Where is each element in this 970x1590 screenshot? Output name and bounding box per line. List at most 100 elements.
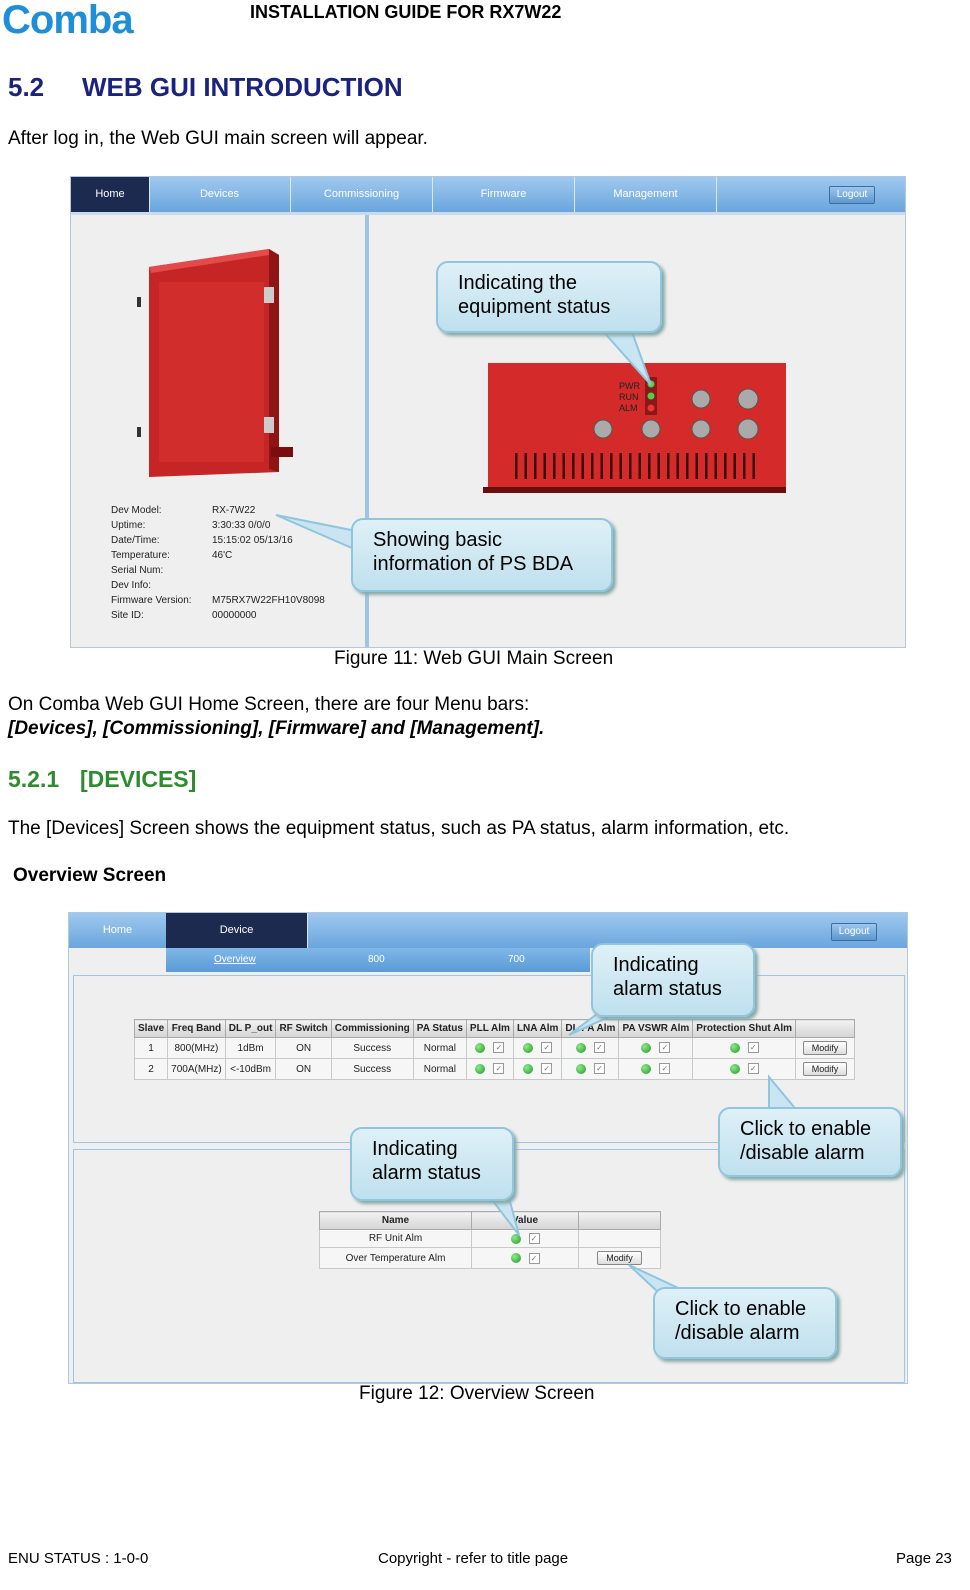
overview-heading: Overview Screen [13,865,167,886]
alarm-enable-checkbox[interactable]: ✓ [493,1042,505,1054]
alarm-enable-checkbox[interactable]: ✓ [593,1042,605,1054]
footer-copyright: Copyright - refer to title page [378,1550,569,1567]
subnav-800[interactable]: 800 [368,954,385,965]
figure-11-caption: Figure 11: Web GUI Main Screen [334,648,614,669]
info-label: Dev Info: [111,580,152,591]
table-cell-rf: ON [275,1058,332,1080]
nav-divider [71,212,905,215]
info-value: 15:15:02 05/13/16 [212,535,293,546]
info-value: 46'C [212,550,233,561]
table-row: Over Temperature Alm ✓ Modify [319,1247,661,1270]
device-nav-bar: Home Device Logout [69,913,907,948]
figure-11-screenshot: Home Devices Commissioning Firmware Mana… [70,176,906,648]
table-cell-rf: ON [275,1037,332,1059]
footer-status: ENU STATUS : 1-0-0 [8,1550,149,1567]
alarm-led-icon [575,1042,586,1053]
table-cell-comm: Success [330,1058,414,1080]
column-header: PLL Alm [465,1019,514,1038]
alarm-led-icon [523,1063,534,1074]
logout-button[interactable]: Logout [829,186,875,204]
column-header: Commissioning [330,1019,414,1038]
svg-text:Comba: Comba [2,0,134,40]
menu-paragraph: On Comba Web GUI Home Screen, there are … [8,694,530,715]
info-label: Serial Num: [111,565,164,576]
alarm-enable-checkbox[interactable]: ✓ [659,1063,671,1075]
nav-management[interactable]: Management [575,177,717,212]
subnav-700[interactable]: 700 [508,954,525,965]
col-name: Name [319,1211,472,1230]
alarm-enable-checkbox[interactable]: ✓ [528,1252,540,1264]
alarm-enable-checkbox[interactable]: ✓ [747,1042,759,1054]
intro-paragraph: After log in, the Web GUI main screen wi… [8,128,428,149]
alarm-led-icon [510,1253,521,1264]
modify-button[interactable]: Modify [802,1041,848,1055]
devices-paragraph: The [Devices] Screen shows the equipment… [8,818,790,839]
led-label-pwr: PWR [619,381,640,391]
section-number: 5.2 [8,72,45,102]
nav-devices[interactable]: Devices [149,177,291,212]
figure-12-caption: Figure 12: Overview Screen [359,1383,595,1404]
callout-alarm-status-1: Indicating alarm status [591,943,755,1017]
info-value: 3:30:33 0/0/0 [212,520,271,531]
alarm-led-icon [729,1042,740,1053]
subnav-overview[interactable]: Overview [214,954,256,965]
alarm-led-icon [641,1063,652,1074]
callout-equipment-status: Indicating the equipment status [436,261,662,333]
table-cell-pa: Normal [412,1037,467,1059]
alarm-enable-checkbox[interactable]: ✓ [747,1063,759,1075]
alarm-enable-checkbox[interactable]: ✓ [541,1063,553,1075]
comba-logo: Comba [2,0,135,40]
info-label: Dev Model: [111,505,162,516]
device-subnav: Overview 800 700 [166,948,590,972]
table-cell-slave: 2 [133,1058,169,1080]
alarm-led-icon [475,1063,486,1074]
table-cell-pout: <-10dBm [224,1058,277,1080]
panel-divider [365,215,369,647]
column-header: DL P_out [224,1019,277,1038]
section-title: WEB GUI INTRODUCTION [82,72,403,102]
info-value: M75RX7W22FH10V8098 [212,595,325,606]
column-header: PA Status [412,1019,467,1038]
led-label-run: RUN [619,392,639,402]
table-cell-freq: 700A(MHz) [167,1058,226,1080]
alarm-led-icon [510,1233,521,1244]
info-label: Date/Time: [111,535,160,546]
alarm-led-icon [641,1042,652,1053]
info-value: RX-7W22 [212,505,256,516]
table-cell-pout: 1dBm [224,1037,277,1059]
alarm-enable-checkbox[interactable]: ✓ [541,1042,553,1054]
column-header: PA VSWR Alm [618,1019,694,1038]
alarm-led-icon [523,1042,534,1053]
subsection-heading: 5.2.1[DEVICES] [8,766,196,793]
menu-bars-list: [Devices], [Commissioning], [Firmware] a… [8,718,545,739]
alarm-enable-checkbox[interactable]: ✓ [593,1063,605,1075]
alarm-enable-checkbox[interactable]: ✓ [528,1233,540,1244]
nav-device[interactable]: Device [166,913,308,948]
section-heading: 5.2 WEB GUI INTRODUCTION [8,72,403,103]
figure-12-screenshot: Home Device Logout Overview 800 700 Slav… [68,912,908,1384]
alarm-enable-checkbox[interactable]: ✓ [659,1042,671,1054]
callout-enable-alarm-1: Click to enable /disable alarm [718,1107,902,1177]
info-label: Temperature: [111,550,170,561]
nav-commissioning[interactable]: Commissioning [291,177,433,212]
nav-home[interactable]: Home [71,177,150,212]
logout-button[interactable]: Logout [831,923,877,941]
modify-button[interactable]: Modify [597,1251,642,1266]
alarm-enable-checkbox[interactable]: ✓ [493,1063,505,1075]
document-title: INSTALLATION GUIDE FOR RX7W22 [250,2,562,22]
unit-name: RF Unit Alm [319,1228,472,1249]
info-value: 00000000 [212,610,257,621]
table-cell-pa: Normal [412,1058,467,1080]
table-cell-freq: 800(MHz) [167,1037,226,1059]
alarm-led-icon [575,1063,586,1074]
nav-firmware[interactable]: Firmware [433,177,575,212]
info-label: Uptime: [111,520,146,531]
led-labels: PWR RUN ALM [619,381,640,414]
subsection-number: 5.2.1 [8,766,60,792]
modify-button[interactable]: Modify [802,1062,848,1076]
device-front-panel-image [483,363,786,493]
alarm-led-icon [475,1042,486,1053]
table-cell-slave: 1 [133,1037,169,1059]
info-label: Firmware Version: [111,595,192,606]
